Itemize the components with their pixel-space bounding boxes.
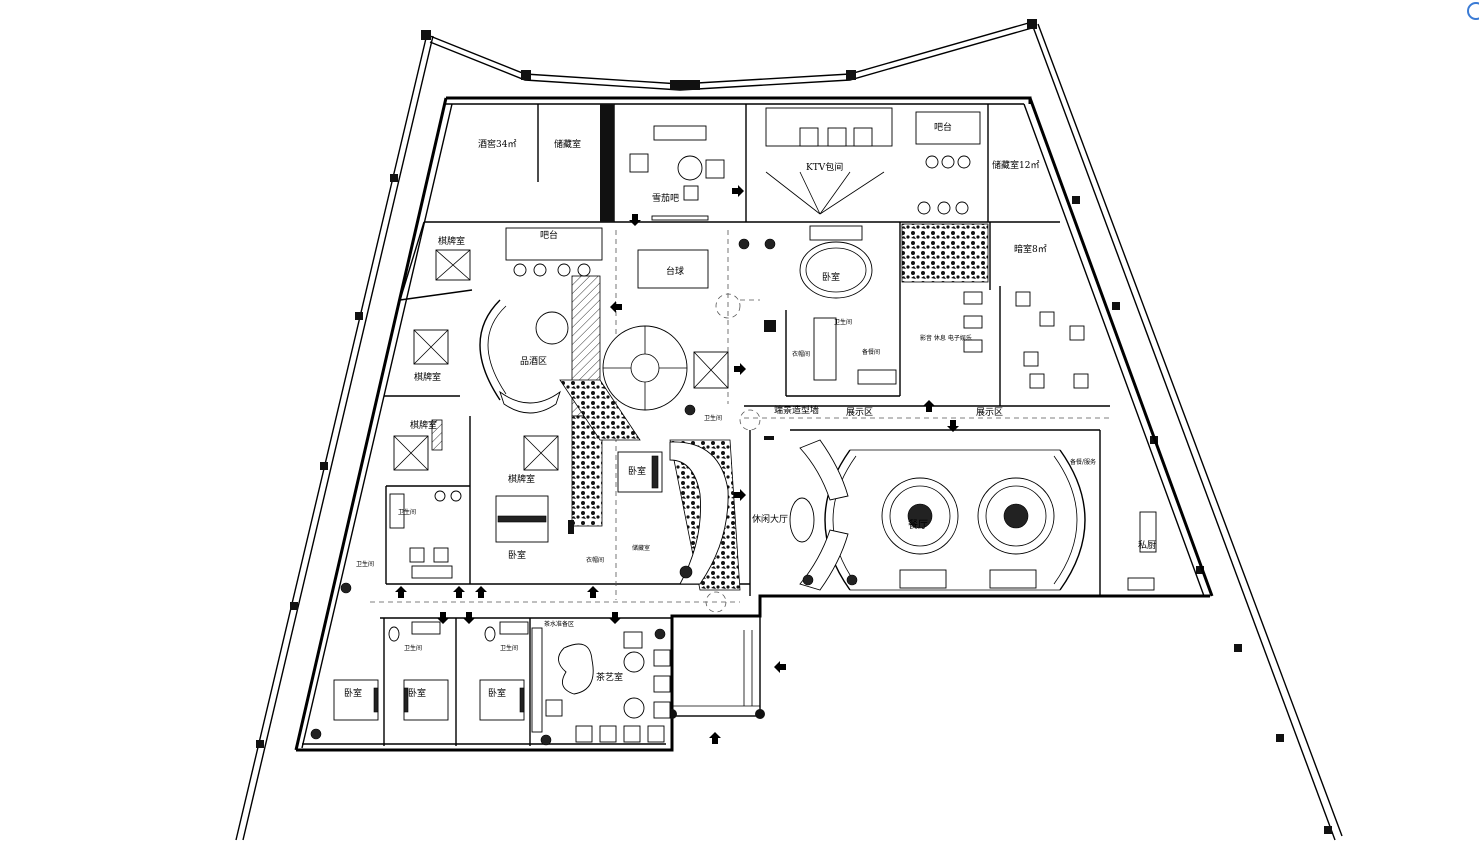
circulation-arrows	[395, 185, 959, 744]
label-storage-right: 储藏室12㎡	[992, 159, 1039, 171]
label-chess-3: 棋牌室	[410, 419, 437, 431]
label-tea-prep: 茶水准备区	[544, 620, 574, 628]
label-bath-3: 卫生间	[404, 644, 422, 652]
arrow-left-icon	[610, 301, 622, 313]
label-bar-left: 吧台	[540, 229, 558, 241]
corner-indicator-icon	[1467, 2, 1479, 20]
label-bar-ktv: 吧台	[934, 121, 952, 133]
label-bath-5: 卫生间	[834, 318, 852, 326]
label-bedroom-ktv: 卧室	[822, 271, 840, 283]
label-darkroom: 暗室8㎡	[1014, 243, 1047, 255]
label-billiards: 台球	[666, 265, 684, 277]
label-chess-1: 棋牌室	[438, 235, 465, 247]
arrow-left-icon	[774, 661, 786, 673]
arrow-down-icon	[947, 420, 959, 432]
label-cinema: 影音 休息 电子娱乐	[920, 334, 972, 342]
arrow-right-icon	[734, 489, 746, 501]
label-bath-6: 卫生间	[704, 414, 722, 422]
label-storage-left: 储藏室	[554, 138, 581, 150]
label-wine-cellar: 酒窖34㎡	[478, 138, 516, 150]
label-tea-room: 茶艺室	[596, 671, 623, 683]
label-scenery-wall: 端景造型墙	[774, 404, 819, 416]
label-wine-tasting: 品酒区	[520, 356, 547, 367]
label-bedroom-b3: 卧室	[488, 687, 506, 699]
arrow-up-icon	[475, 586, 487, 598]
label-display-2: 展示区	[976, 407, 1003, 418]
arrow-down-icon	[609, 612, 621, 624]
label-bath-1: 卫生间	[398, 508, 416, 516]
room-labels: 酒窖34㎡ 储藏室 雪茄吧 KTV包间 吧台 储藏室12㎡ 吧台 棋牌室 棋牌室…	[344, 121, 1156, 699]
label-ktv: KTV包间	[806, 161, 843, 173]
label-private-kitchen: 私厨	[1138, 540, 1156, 551]
arrow-right-icon	[732, 185, 744, 197]
arrow-down-icon	[629, 214, 641, 226]
label-display-1: 展示区	[846, 407, 873, 418]
furniture	[310, 107, 1157, 746]
billiard-table	[637, 249, 709, 289]
arrow-up-icon	[395, 586, 407, 598]
label-bedroom-left: 卧室	[508, 549, 526, 561]
label-cloak-2: 衣帽间	[586, 556, 604, 564]
label-bath-4: 卫生间	[500, 644, 518, 652]
arrow-up-icon	[709, 732, 721, 744]
arrow-up-icon	[453, 586, 465, 598]
arrow-up-icon	[923, 400, 935, 412]
label-equip: 备餐间	[862, 348, 880, 356]
label-bath-2: 卫生间	[356, 560, 374, 568]
arrow-right-icon	[734, 363, 746, 375]
arrow-up-icon	[587, 586, 599, 598]
label-storage-small: 储藏室	[632, 544, 650, 552]
label-bedroom-mid: 卧室	[628, 465, 646, 477]
label-cloak-1: 衣帽间	[792, 350, 810, 358]
arrow-down-icon	[437, 612, 449, 624]
label-dining: 餐厅	[908, 518, 928, 531]
label-dining-prep: 备餐/服务	[1070, 458, 1096, 466]
label-bedroom-b1: 卧室	[344, 687, 362, 699]
arrow-down-icon	[463, 612, 475, 624]
label-cigar-bar: 雪茄吧	[652, 192, 679, 204]
label-bedroom-b2: 卧室	[408, 687, 426, 699]
label-lounge: 休闲大厅	[752, 513, 788, 525]
label-chess-4: 棋牌室	[508, 473, 535, 485]
label-chess-2: 棋牌室	[414, 371, 441, 383]
building-walls	[294, 96, 1214, 752]
